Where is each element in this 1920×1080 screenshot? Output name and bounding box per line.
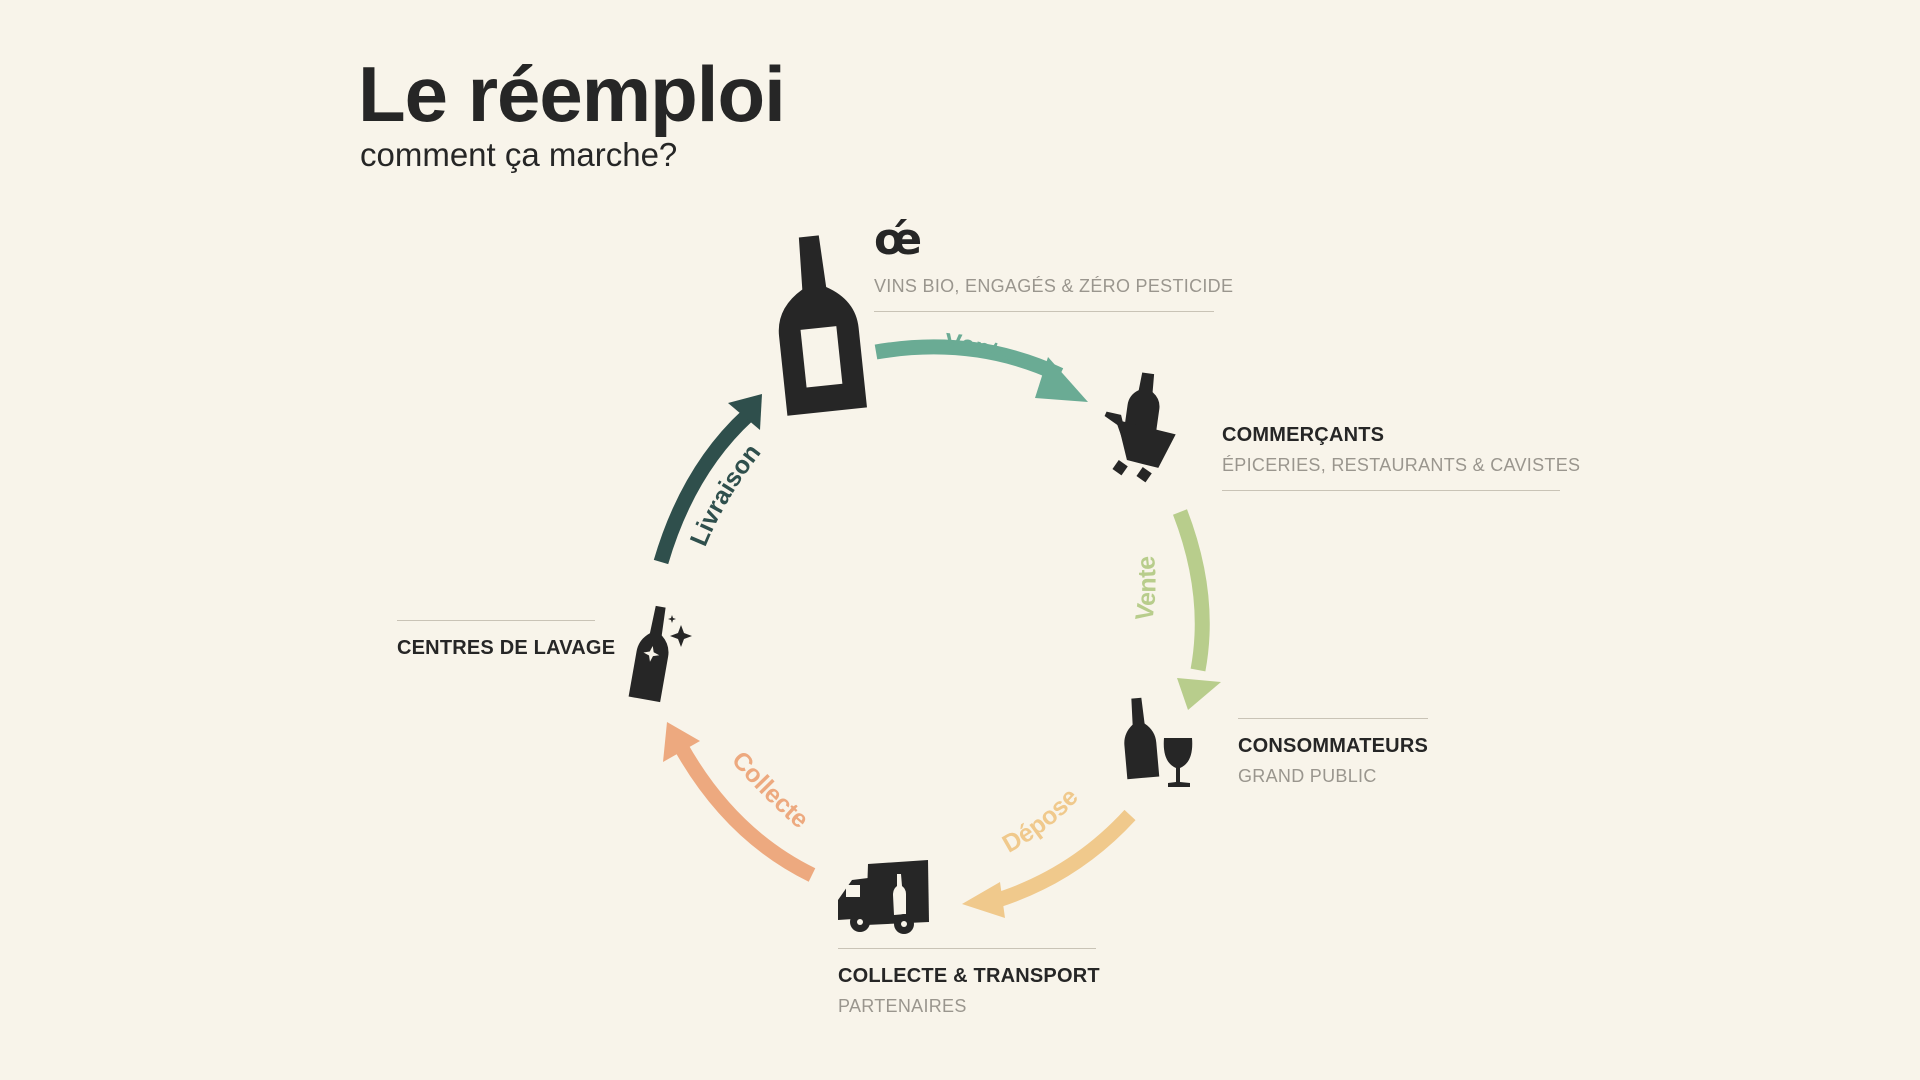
node-commercants-name: COMMERÇANTS	[1222, 424, 1385, 446]
arrow-livraison-label: Livraison	[685, 439, 767, 550]
bottle-and-glass-icon	[1124, 697, 1193, 787]
arrow-vente-2-body	[1173, 509, 1210, 672]
brand-logo: œ́	[874, 214, 923, 265]
arrow-collecte: Collecte	[663, 722, 816, 882]
node-producer: œ́ VINS BIO, ENGAGÉS & ZÉRO PESTICIDE	[874, 214, 1234, 312]
node-consommateurs-desc: GRAND PUBLIC	[1238, 766, 1377, 786]
node-consommateurs: CONSOMMATEURS GRAND PUBLIC	[1238, 718, 1428, 787]
clean-bottle-icon	[628, 605, 692, 703]
arrow-vente-2-label: Vente	[1130, 555, 1161, 623]
divider	[1222, 490, 1560, 491]
arrow-vente-1-label: Vente	[944, 328, 1017, 369]
node-transport-name: COLLECTE & TRANSPORT	[838, 965, 1100, 987]
divider	[1238, 718, 1428, 719]
arrow-vente-1-head	[1035, 357, 1088, 402]
arrow-vente-2: Vente	[1130, 509, 1221, 710]
arrow-depose-label: Dépose	[998, 783, 1084, 859]
node-commercants: COMMERÇANTS ÉPICERIES, RESTAURANTS & CAV…	[1222, 424, 1581, 491]
divider	[397, 620, 595, 621]
page-title: Le réemploi	[358, 50, 786, 138]
node-transport-desc: PARTENAIRES	[838, 996, 967, 1016]
arrow-collecte-head	[663, 722, 700, 762]
delivery-truck-icon	[838, 860, 929, 934]
arrow-livraison-body	[653, 409, 754, 565]
node-lavage-name: CENTRES DE LAVAGE	[397, 637, 616, 659]
arrow-depose-head	[962, 882, 1005, 918]
node-lavage: CENTRES DE LAVAGE	[397, 620, 616, 660]
wine-bottle-icon	[778, 235, 867, 416]
arrow-vente-1: Vente	[874, 328, 1088, 402]
arrow-vente-1-body	[874, 339, 1064, 382]
brand-tagline: VINS BIO, ENGAGÉS & ZÉRO PESTICIDE	[874, 276, 1234, 296]
arrow-depose-body	[995, 809, 1136, 908]
arrow-collecte-body	[673, 741, 816, 882]
node-transport: COLLECTE & TRANSPORT PARTENAIRES	[838, 948, 1100, 1017]
arrow-vente-2-head	[1177, 678, 1221, 710]
page-subtitle: comment ça marche?	[360, 136, 678, 173]
arrow-depose: Dépose	[962, 783, 1136, 918]
divider	[874, 311, 1214, 312]
node-commercants-desc: ÉPICERIES, RESTAURANTS & CAVISTES	[1222, 455, 1581, 475]
arrow-livraison-head	[728, 394, 762, 430]
node-consommateurs-name: CONSOMMATEURS	[1238, 735, 1429, 757]
shopping-cart-icon	[1104, 372, 1176, 483]
arrow-livraison: Livraison	[653, 394, 767, 565]
divider	[838, 948, 1096, 949]
